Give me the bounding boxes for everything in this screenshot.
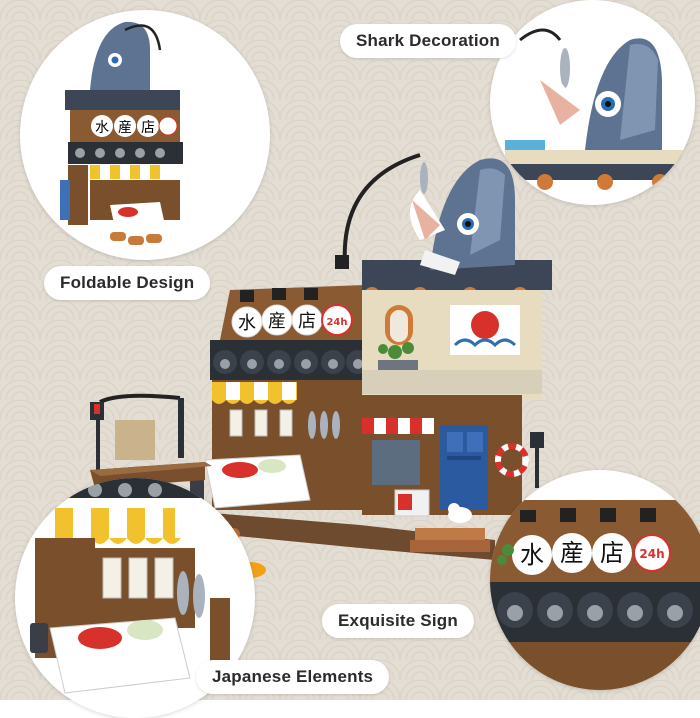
exquisite-sign-circle: 水 産 店 24h bbox=[490, 470, 700, 690]
sign-kanji-2: 産 bbox=[268, 311, 286, 332]
sign-hours: 24h bbox=[326, 317, 347, 328]
label-japanese-elements: Japanese Elements bbox=[196, 660, 390, 694]
mini-sign-kanji-2: 産 bbox=[118, 120, 132, 136]
mini-sign-kanji-1: 水 bbox=[95, 120, 109, 136]
sign-kanji-3: 店 bbox=[298, 311, 316, 332]
mini-sign-kanji-3: 店 bbox=[141, 120, 155, 136]
shark-decoration-circle bbox=[490, 0, 695, 205]
street-lamp-piece bbox=[90, 393, 212, 488]
zoom-sign-hours: 24h bbox=[639, 547, 664, 561]
main-shop-model: 水 産 店 24h bbox=[90, 153, 552, 578]
foldable-design-circle: 水 産 店 bbox=[20, 10, 270, 260]
label-exquisite-sign: Exquisite Sign bbox=[322, 604, 474, 638]
shop-sign: 水 産 店 24h bbox=[231, 304, 353, 338]
zoom-sign-kanji-3: 店 bbox=[600, 539, 624, 567]
roof-lanterns bbox=[240, 288, 318, 302]
sign-kanji-1: 水 bbox=[238, 313, 256, 334]
zoom-sign-kanji-2: 産 bbox=[560, 539, 584, 567]
shark-decoration bbox=[410, 158, 515, 275]
yellow-awning bbox=[212, 382, 297, 404]
label-shark-decoration: Shark Decoration bbox=[340, 24, 516, 58]
japanese-elements-circle bbox=[15, 478, 255, 718]
label-foldable-design: Foldable Design bbox=[44, 266, 211, 300]
zoom-sign-kanji-1: 水 bbox=[520, 541, 544, 569]
